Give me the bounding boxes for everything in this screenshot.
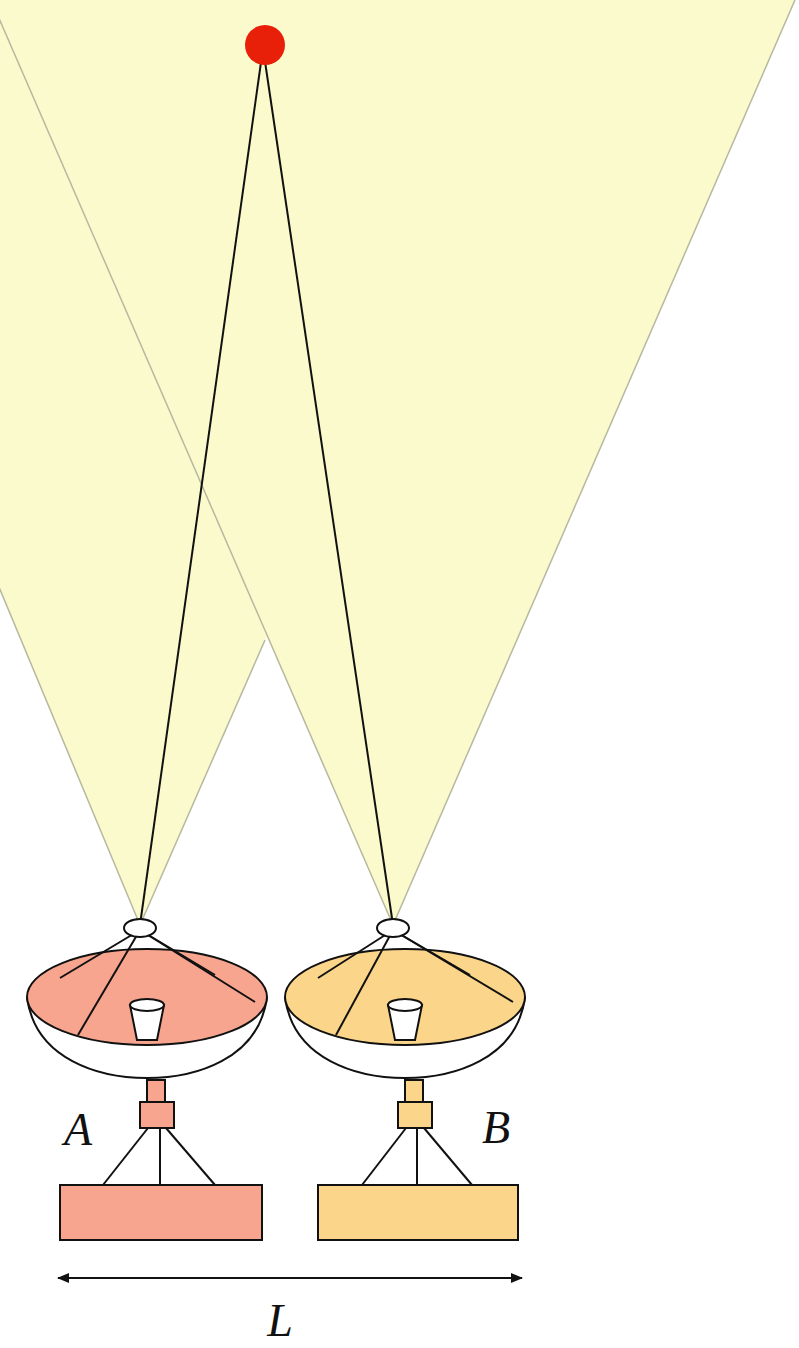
part-label: L: [267, 1298, 293, 1344]
dish-b: [285, 919, 525, 1240]
baseline-arrow: [58, 1277, 522, 1279]
part-label: A: [64, 1107, 92, 1153]
beam-b: [0, 0, 795, 925]
dish-a: [27, 919, 267, 1240]
part-label: B: [482, 1105, 510, 1151]
source: [245, 25, 285, 65]
